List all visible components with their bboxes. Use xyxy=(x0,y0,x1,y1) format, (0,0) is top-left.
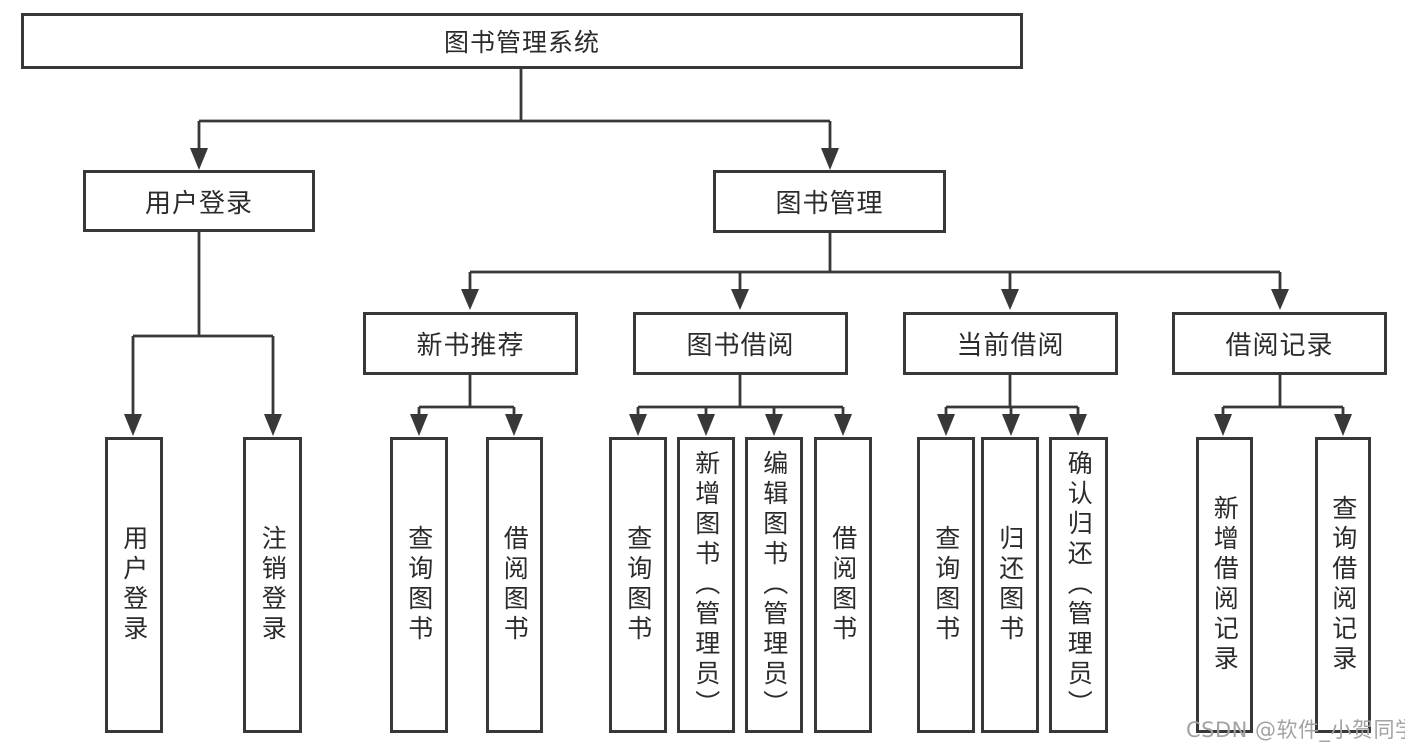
leaf-label: 用户登录 xyxy=(119,525,149,645)
watermark: CSDN @软件_小贺同学 xyxy=(1186,718,1405,742)
leaf-borrow-books: 借阅图书 xyxy=(814,437,872,733)
leaf-query-books-borrow: 查询图书 xyxy=(609,437,667,733)
leaf-logout: 注销登录 xyxy=(243,437,302,733)
node-new-book-recommend: 新书推荐 xyxy=(363,312,578,375)
leaf-label: 编辑图书（管理员） xyxy=(759,450,789,720)
leaf-user-login: 用户登录 xyxy=(105,437,163,733)
leaf-label: 归还图书 xyxy=(995,525,1025,645)
arrowhead-icons xyxy=(124,148,1352,436)
node-book-borrowing: 图书借阅 xyxy=(633,312,848,375)
leaf-label: 新增借阅记录 xyxy=(1210,495,1240,675)
leaf-label: 注销登录 xyxy=(258,525,288,645)
leaf-query-books-recommend: 查询图书 xyxy=(390,437,448,733)
node-label: 图书管理 xyxy=(775,189,884,219)
leaf-add-borrow-record: 新增借阅记录 xyxy=(1196,437,1253,733)
leaf-label: 查询借阅记录 xyxy=(1328,495,1358,675)
leaf-label: 查询图书 xyxy=(404,525,434,645)
node-label: 图书借阅 xyxy=(686,331,795,361)
node-user-login: 用户登录 xyxy=(83,170,315,232)
leaf-add-book-admin: 新增图书（管理员） xyxy=(677,437,735,733)
node-borrowing-records: 借阅记录 xyxy=(1172,312,1387,375)
leaf-borrow-books-recommend: 借阅图书 xyxy=(486,437,543,733)
node-label: 图书管理系统 xyxy=(443,28,600,57)
leaf-label: 确认归还（管理员） xyxy=(1064,450,1094,720)
node-label: 新书推荐 xyxy=(416,331,525,361)
node-label: 当前借阅 xyxy=(956,331,1065,361)
node-label: 借阅记录 xyxy=(1225,331,1334,361)
node-root-system: 图书管理系统 xyxy=(21,13,1023,69)
leaf-confirm-return-admin: 确认归还（管理员） xyxy=(1049,437,1108,733)
leaf-query-borrow-record: 查询借阅记录 xyxy=(1315,437,1371,733)
leaf-label: 新增图书（管理员） xyxy=(691,450,721,720)
leaf-return-book: 归还图书 xyxy=(981,437,1039,733)
node-label: 用户登录 xyxy=(144,188,253,219)
leaf-edit-book-admin: 编辑图书（管理员） xyxy=(745,437,803,733)
node-current-borrowing: 当前借阅 xyxy=(903,312,1118,375)
leaf-label: 查询图书 xyxy=(623,525,653,645)
leaf-label: 查询图书 xyxy=(931,525,961,645)
leaf-query-books-current: 查询图书 xyxy=(917,437,975,733)
node-book-management: 图书管理 xyxy=(713,170,946,233)
leaf-label: 借阅图书 xyxy=(500,525,530,645)
leaf-label: 借阅图书 xyxy=(828,525,858,645)
